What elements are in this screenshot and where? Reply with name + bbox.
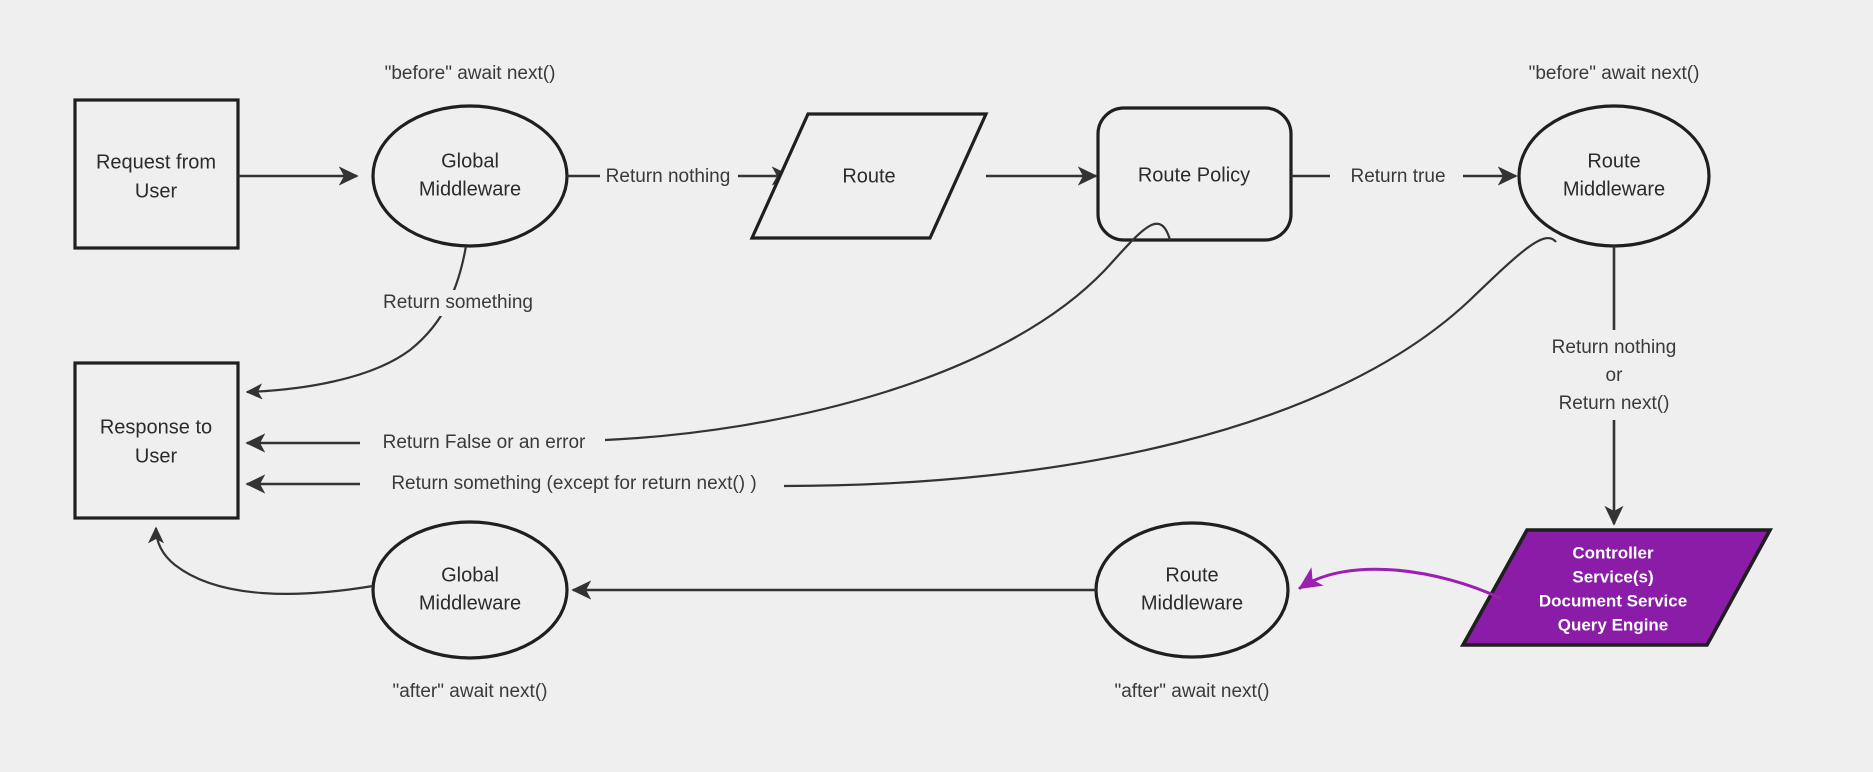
- edge-controller-to-route-middleware-bottom: [1298, 567, 1502, 600]
- edge-global-mw-return-something: [245, 245, 468, 400]
- edge-label-return-false-or-error: Return False or an error: [383, 432, 586, 453]
- node-route[interactable]: Route: [749, 112, 989, 240]
- node-global-middleware-top-label-line1: Global: [441, 150, 499, 172]
- node-controller-label-line4: Query Engine: [1558, 615, 1669, 634]
- node-controller-label-line2: Service(s): [1572, 567, 1653, 586]
- node-response-to-user-label-line1: Response to: [100, 416, 212, 438]
- node-global-middleware-bottom[interactable]: Global Middleware: [371, 520, 569, 660]
- node-route-middleware-top-label-line1: Route: [1587, 150, 1640, 172]
- node-request-from-user-label-line1: Request from: [96, 151, 216, 173]
- edge-label-return-nothing: Return nothing: [606, 166, 731, 187]
- edge-label-return-true: Return true: [1350, 166, 1445, 187]
- node-route-middleware-bottom-label-line1: Route: [1165, 564, 1218, 586]
- node-route-middleware-bottom-label-line2: Middleware: [1141, 592, 1243, 614]
- node-route-policy[interactable]: Route Policy: [1096, 106, 1293, 242]
- edge-label-return-something-bg: [365, 290, 545, 316]
- node-controller-label-line1: Controller: [1572, 543, 1654, 562]
- edge-route-policy-return-false: [604, 222, 1172, 442]
- node-request-from-user-label-line2: User: [135, 180, 178, 202]
- annotation-before-await-next-global: "before" await next(): [385, 63, 556, 84]
- edge-label-return-something-except: Return something (except for return next…: [391, 473, 756, 494]
- node-route-policy-label: Route Policy: [1138, 164, 1250, 186]
- edge-label-return-something: Return something: [383, 292, 533, 313]
- annotation-after-await-next-route: "after" await next(): [1115, 681, 1270, 702]
- node-global-middleware-bottom-label-line1: Global: [441, 564, 499, 586]
- edge-global-mw-bottom-to-response: [147, 526, 374, 595]
- node-route-middleware-top[interactable]: Route Middleware: [1517, 104, 1711, 248]
- edge-label-return-nothing-or-next-line3: Return next(): [1559, 393, 1670, 414]
- edge-route-middleware-return-something: [783, 237, 1557, 488]
- node-global-middleware-top-label-line2: Middleware: [419, 178, 521, 200]
- node-controller-label-line3: Document Service: [1539, 591, 1687, 610]
- node-controller-services[interactable]: Controller Service(s) Document Service Q…: [1459, 528, 1774, 647]
- node-response-to-user-label-line2: User: [135, 445, 178, 467]
- node-response-to-user[interactable]: Response to User: [73, 361, 240, 520]
- node-route-middleware-bottom[interactable]: Route Middleware: [1094, 521, 1290, 659]
- edge-label-return-nothing-or-next-line1: Return nothing: [1552, 337, 1677, 358]
- annotation-after-await-next-global: "after" await next(): [393, 681, 548, 702]
- node-global-middleware-bottom-label-line2: Middleware: [419, 592, 521, 614]
- node-route-label: Route: [842, 165, 895, 187]
- node-global-middleware-top[interactable]: Global Middleware: [371, 104, 569, 248]
- node-request-from-user[interactable]: Request from User: [73, 98, 240, 250]
- node-route-middleware-top-label-line2: Middleware: [1563, 178, 1665, 200]
- edge-label-return-nothing-or-next-line2: or: [1606, 365, 1624, 386]
- annotation-before-await-next-route: "before" await next(): [1529, 63, 1700, 84]
